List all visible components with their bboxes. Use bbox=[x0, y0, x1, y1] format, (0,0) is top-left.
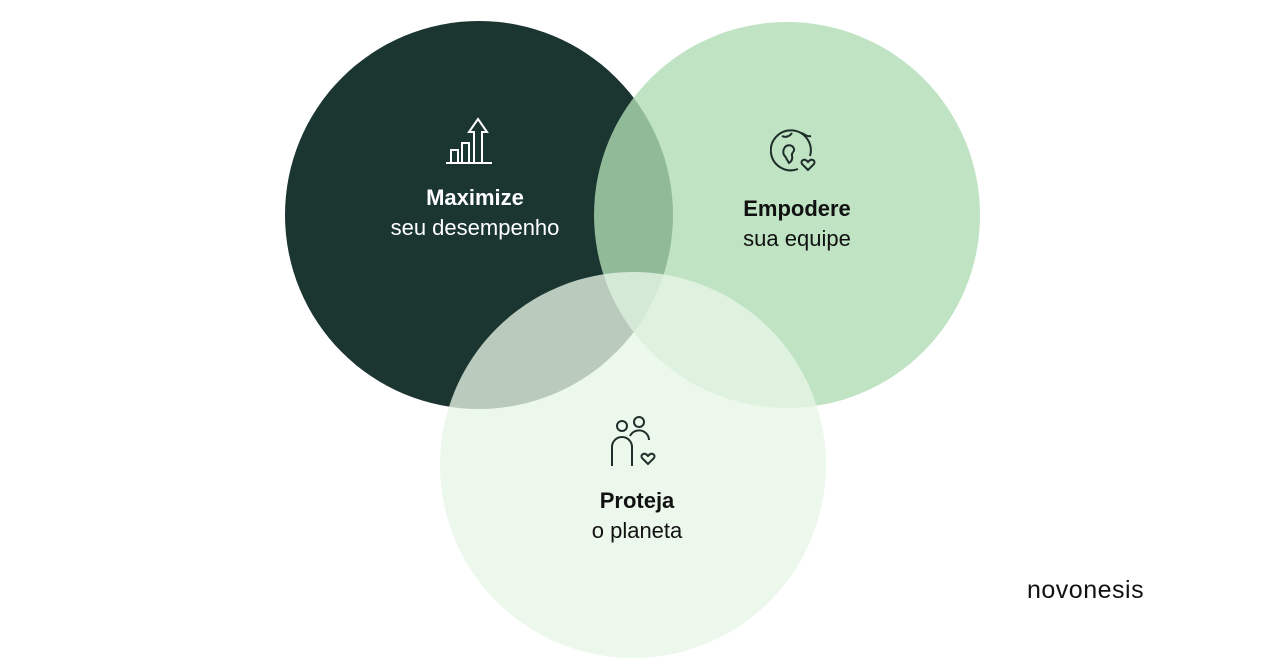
people-heart-icon bbox=[611, 416, 656, 466]
circle-title: Proteja bbox=[599, 488, 675, 513]
circle-subtitle: o planeta bbox=[591, 518, 683, 543]
label-performance: Maximize seu desempenho bbox=[391, 183, 560, 243]
label-planet: Proteja o planeta bbox=[592, 486, 683, 546]
circle-subtitle: sua equipe bbox=[743, 226, 851, 251]
label-team: Empodere sua equipe bbox=[743, 194, 851, 254]
brand-logo: novonesis bbox=[1027, 576, 1145, 604]
circle-title: Empodere bbox=[743, 196, 851, 221]
circle-subtitle: seu desempenho bbox=[390, 215, 560, 240]
bar-chart-growth-icon bbox=[446, 117, 492, 164]
globe-heart-icon bbox=[770, 129, 816, 172]
circle-title: Maximize bbox=[426, 185, 524, 210]
